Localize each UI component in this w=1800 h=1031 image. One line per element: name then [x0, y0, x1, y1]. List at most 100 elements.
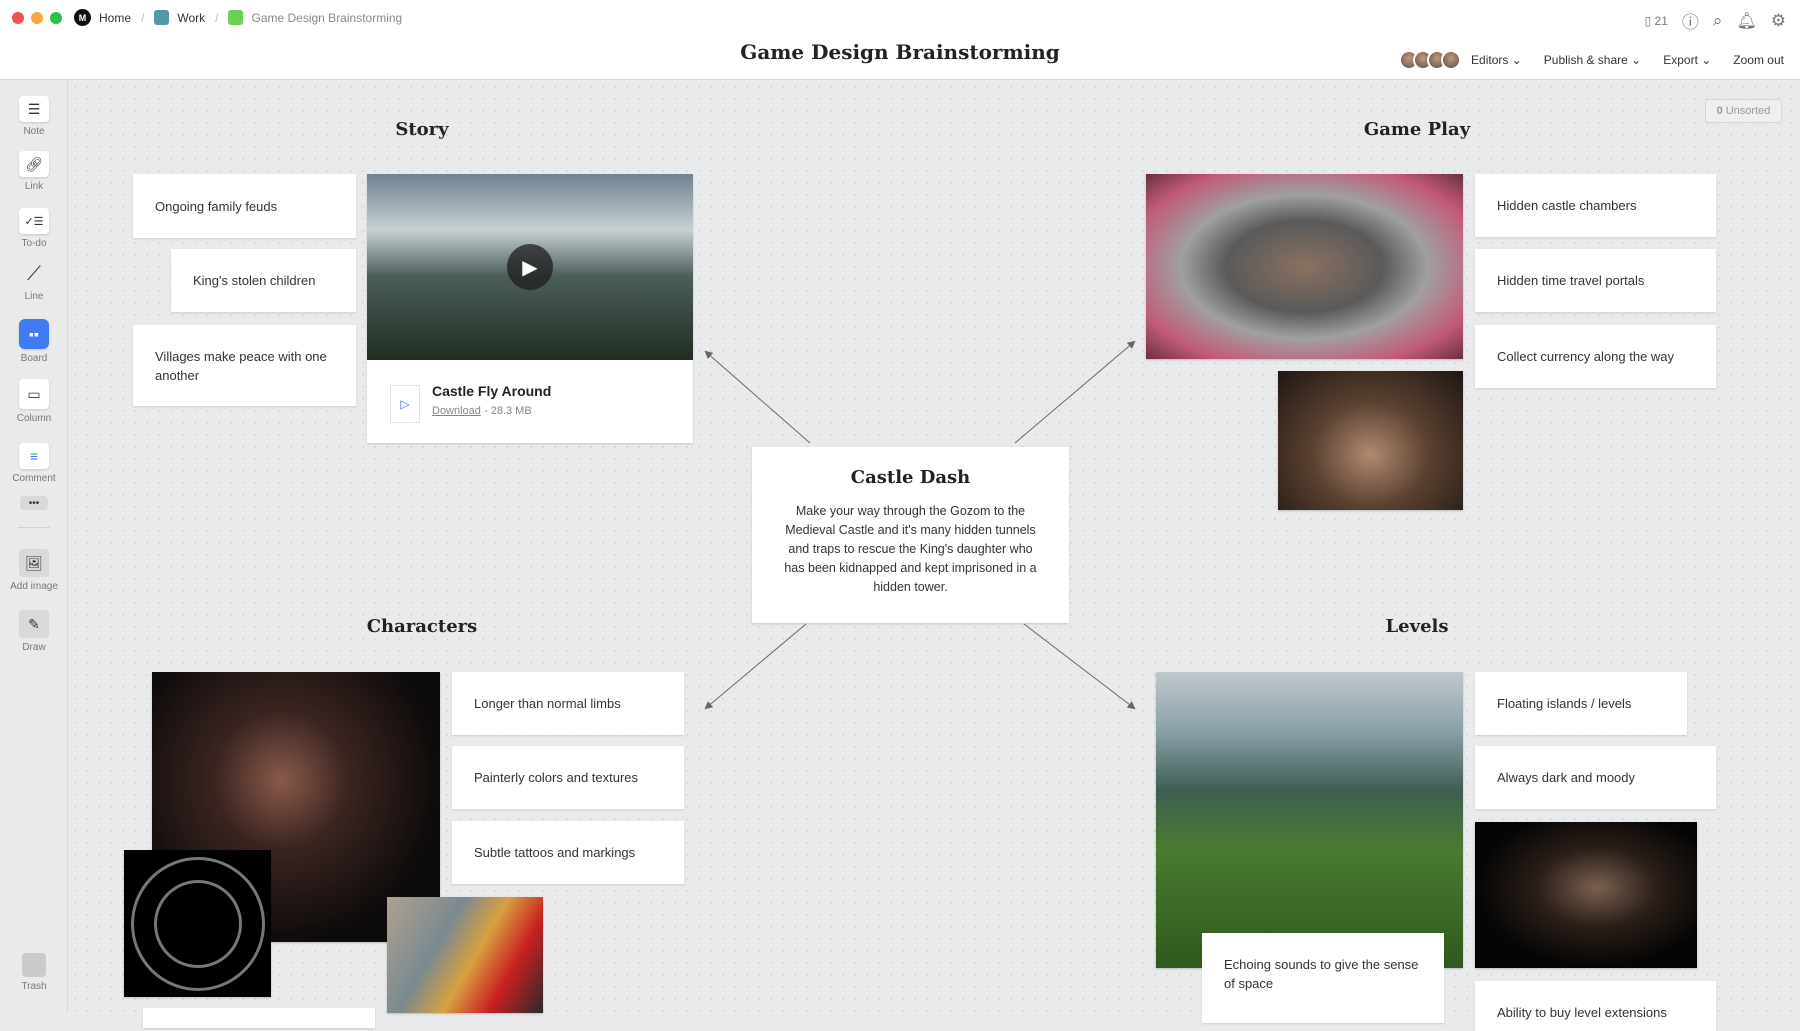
tool-label: Board: [20, 353, 48, 364]
more-tools-button[interactable]: •••: [0, 496, 68, 514]
tool-label: Link: [24, 181, 44, 192]
mountain-valley-image[interactable]: [1156, 672, 1463, 968]
todo-icon: ✓☰: [19, 208, 49, 234]
gear-icon[interactable]: ⚙: [1770, 10, 1786, 30]
editors-dropdown[interactable]: Editors ⌄: [1471, 53, 1522, 67]
tool-note[interactable]: ☰ Note: [0, 96, 68, 137]
pencil-icon: ✎: [19, 610, 49, 638]
comment-icon: ≡: [19, 443, 49, 469]
section-heading-characters[interactable]: Characters: [366, 616, 478, 637]
breadcrumb-current[interactable]: Game Design Brainstorming: [228, 10, 402, 25]
viking-shield-image[interactable]: [387, 897, 543, 1013]
note-card[interactable]: Villages make peace with one another: [133, 325, 356, 406]
breadcrumb-label: Game Design Brainstorming: [251, 10, 403, 25]
coins-image[interactable]: [1278, 371, 1463, 510]
note-card[interactable]: King's stolen children: [171, 249, 356, 312]
play-icon[interactable]: ▶: [507, 244, 553, 290]
export-dropdown[interactable]: Export ⌄: [1663, 53, 1712, 67]
divider: [18, 527, 50, 528]
editor-avatars[interactable]: [1399, 50, 1462, 70]
arrow-to-levels[interactable]: [1023, 623, 1136, 710]
arrow-to-gameplay[interactable]: [1014, 340, 1136, 444]
tool-column[interactable]: ▭ Column: [0, 379, 68, 424]
tool-add-image[interactable]: 🖼︎ Add image: [0, 549, 68, 592]
tool-line[interactable]: ⟋Line: [0, 261, 68, 303]
devices-button[interactable]: ▯ 21: [1644, 13, 1668, 28]
note-icon: ☰: [19, 96, 49, 122]
zoom-out-button[interactable]: Zoom out: [1733, 53, 1784, 67]
video-card[interactable]: ▶ ▷ Castle Fly Around Download - 28.3 MB: [367, 174, 693, 443]
note-card[interactable]: Floating islands / levels: [1475, 672, 1687, 735]
tool-label: Note: [23, 126, 45, 137]
note-card-partial[interactable]: [143, 1008, 375, 1028]
unsorted-label: Unsorted: [1725, 105, 1771, 117]
breadcrumb-label: Home: [99, 10, 132, 25]
download-link[interactable]: Download: [432, 405, 481, 417]
viking-helmet-image[interactable]: [1146, 174, 1463, 359]
search-icon[interactable]: ⌕: [1712, 10, 1723, 30]
center-card-title: Castle Dash: [850, 467, 971, 488]
tool-draw[interactable]: ✎Draw: [0, 610, 68, 653]
board-icon: ▪▪: [19, 319, 49, 349]
avatar: [1441, 50, 1462, 70]
arrow-to-story[interactable]: [704, 350, 811, 444]
breadcrumb-home[interactable]: M Home: [74, 9, 131, 26]
breadcrumb-work[interactable]: Work: [154, 10, 205, 25]
breadcrumb-label: Work: [177, 10, 206, 25]
help-icon[interactable]: ⓘ: [1681, 13, 1699, 32]
section-heading-levels[interactable]: Levels: [1385, 616, 1449, 637]
column-icon: ▭: [19, 379, 49, 409]
note-card[interactable]: Always dark and moody: [1475, 746, 1716, 809]
tool-board[interactable]: ▪▪ Board: [0, 319, 68, 364]
tool-label: Add image: [10, 581, 58, 592]
maximize-button[interactable]: [50, 12, 62, 24]
publish-share-dropdown[interactable]: Publish & share ⌄: [1543, 53, 1642, 67]
section-heading-gameplay[interactable]: Game Play: [1363, 119, 1471, 140]
tool-label: Trash: [21, 981, 47, 992]
more-icon: •••: [20, 496, 48, 510]
board-color-icon: [154, 10, 170, 25]
note-card[interactable]: Subtle tattoos and markings: [452, 821, 684, 884]
trash-icon: [22, 953, 46, 977]
note-card[interactable]: Painterly colors and textures: [452, 746, 684, 809]
note-card[interactable]: Longer than normal limbs: [452, 672, 684, 735]
unsorted-count: 0: [1716, 105, 1723, 117]
tool-label: Line: [24, 291, 44, 302]
milanote-logo-icon: M: [74, 9, 91, 26]
bell-icon[interactable]: 🔔︎: [1736, 12, 1757, 30]
tool-link[interactable]: 🔗︎Link: [0, 151, 68, 192]
device-count: 21: [1654, 13, 1668, 28]
note-card[interactable]: Collect currency along the way: [1475, 325, 1716, 388]
tool-label: To-do: [21, 238, 47, 249]
minimize-button[interactable]: [31, 12, 43, 24]
video-file-icon: ▷: [390, 385, 420, 423]
page-title: Game Design Brainstorming: [740, 40, 1060, 64]
note-card[interactable]: Hidden castle chambers: [1475, 174, 1716, 237]
close-button[interactable]: [12, 12, 24, 24]
tool-trash[interactable]: Trash: [0, 953, 68, 992]
tool-sidebar: ☰ Note 🔗︎Link ✓☰ To-do ⟋Line ▪▪ Board ▭ Colu…: [0, 81, 68, 1013]
board-menu: Editors ⌄ Publish & share ⌄ Export ⌄ Zoo…: [1399, 50, 1784, 70]
arrows-hand-image[interactable]: [1475, 822, 1697, 968]
window-controls: [12, 12, 62, 24]
note-card[interactable]: Ongoing family feuds: [133, 174, 356, 238]
tool-todo[interactable]: ✓☰ To-do: [0, 208, 68, 249]
tool-comment[interactable]: ≡ Comment: [0, 443, 68, 484]
image-icon: 🖼︎: [19, 549, 49, 577]
arrow-to-characters[interactable]: [704, 623, 807, 710]
center-card[interactable]: Castle Dash Make your way through the Go…: [752, 447, 1069, 623]
separator: /: [215, 10, 219, 25]
note-card[interactable]: Hidden time travel portals: [1475, 249, 1716, 312]
rune-compass-image[interactable]: [124, 850, 271, 997]
section-heading-story[interactable]: Story: [395, 119, 449, 140]
castle-video-thumbnail[interactable]: ▶: [367, 174, 693, 360]
tool-label: Comment: [12, 473, 56, 484]
note-card[interactable]: Ability to buy level extensions: [1475, 981, 1716, 1031]
tool-label: Column: [16, 413, 52, 424]
note-card[interactable]: Echoing sounds to give the sense of spac…: [1202, 933, 1444, 1023]
center-card-body: Make your way through the Gozom to the M…: [784, 504, 1037, 594]
